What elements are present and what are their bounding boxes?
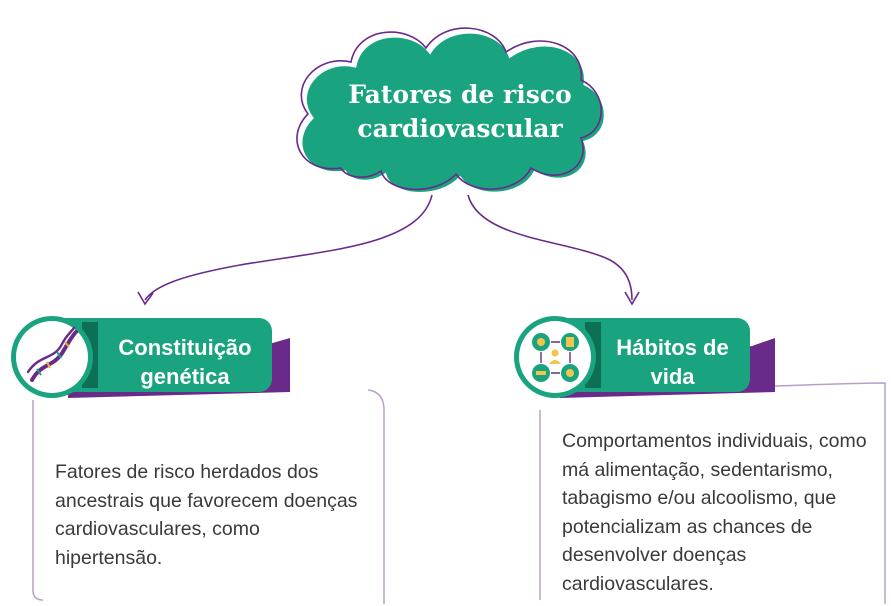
tab-genetics — [50, 318, 290, 398]
tab-label-genetics: Constituição genética — [118, 335, 252, 389]
title-cloud — [296, 27, 607, 195]
connector-left — [137, 194, 433, 306]
connector-right — [467, 194, 640, 306]
dna-icon — [11, 316, 93, 398]
card-text-genetics: Fatores de risco herdados dos ancestrais… — [55, 461, 358, 569]
tab-label-habits: Hábitos de vida — [616, 335, 729, 389]
lifestyle-cycle-icon — [514, 316, 596, 398]
card-border-genetics — [32, 389, 385, 604]
card-text-habits: Comportamentos individuais, como má alim… — [562, 430, 867, 595]
diagram-title: Fatores de risco cardiovascular — [348, 80, 572, 143]
